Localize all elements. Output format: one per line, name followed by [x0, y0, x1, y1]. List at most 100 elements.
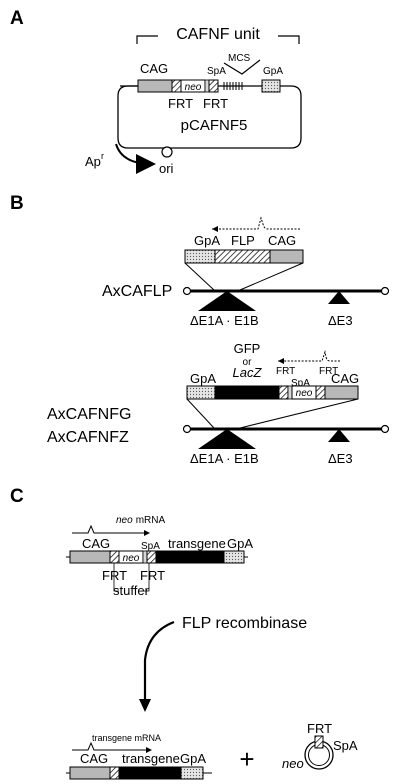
e3-deletion-triangle-2	[328, 429, 350, 442]
nf-insert-line-right	[239, 398, 359, 429]
panel-b: B GpA FLP CAG AxCAFLP ΔE1A · E1B ΔE3 GFP…	[10, 193, 390, 466]
mcs-sites	[223, 82, 243, 90]
c-spa-label: SpA	[141, 541, 160, 552]
ori-circle	[161, 146, 173, 158]
transgene-mrna-label: transgene mRNA	[92, 733, 161, 743]
nf-neo-label: neo	[296, 388, 313, 399]
nf-cag-label: CAG	[331, 371, 359, 386]
nf-cag-box	[324, 385, 359, 400]
plasmid-name: pCAFNF5	[181, 117, 248, 134]
mrna-word: mRNA	[136, 515, 166, 526]
axcaflp-name: AxCAFLP	[102, 283, 172, 300]
c-transgene-box	[155, 550, 225, 564]
nf-frt-label-1: FRT	[276, 366, 295, 377]
plus-sign: +	[239, 744, 254, 774]
ampr-arrow	[115, 143, 156, 174]
c-gpa-label: GpA	[227, 536, 253, 551]
e1-deletion-triangle	[198, 291, 256, 311]
c-cag-label: CAG	[82, 536, 110, 551]
recombinase-label: FLP recombinase	[182, 615, 307, 632]
c-spa-box	[142, 550, 148, 564]
c-cag-box	[69, 550, 111, 564]
neo-word: neo	[116, 515, 133, 526]
c-frt-box-left	[109, 550, 120, 564]
nf-insert-line-left	[186, 398, 215, 429]
c2-transgene-box	[118, 766, 182, 780]
flp-gpa-box	[184, 249, 216, 264]
e3-deletion-triangle	[328, 291, 350, 304]
flp-cag-box	[269, 249, 304, 264]
circle-frt-label: FRT	[307, 721, 332, 736]
frt-box-right	[208, 79, 219, 93]
arrow-icon	[144, 530, 150, 536]
arrow-icon	[212, 226, 218, 232]
c-frt-label-right: FRT	[140, 568, 165, 583]
c-neo-label: neo	[123, 553, 140, 564]
nf-spa-box	[287, 385, 293, 400]
nf-frt-box-1	[278, 385, 289, 400]
frt-label-right: FRT	[203, 96, 228, 111]
e3-label: ΔE3	[328, 313, 353, 328]
ampr-sup: r	[101, 151, 104, 161]
nf-frt-box-2	[315, 385, 326, 400]
c2-transgene-label: transgene	[122, 751, 180, 766]
c-frt-box-right	[146, 550, 157, 564]
neo-label: neo	[185, 82, 202, 93]
nf-gpa-box	[186, 385, 216, 400]
tg-mrna-line	[72, 741, 146, 751]
c-gpa-box	[223, 550, 245, 564]
flp-gpa-label: GpA	[194, 233, 220, 248]
stuffer-label: stuffer	[113, 583, 150, 598]
nf-gpa-label: GpA	[190, 371, 216, 386]
frt-box-left	[171, 79, 182, 93]
circle-spa-label: SpA	[333, 738, 358, 753]
nf-transcript-line	[278, 350, 340, 362]
lacz-label: LacZ	[233, 365, 263, 380]
spa-label: SpA	[207, 66, 226, 77]
spa-box	[204, 79, 210, 93]
c2-gpa-label: GpA	[180, 751, 206, 766]
cag-box	[137, 79, 173, 93]
gfp-label: GFP	[234, 341, 261, 356]
gpa-label: GpA	[263, 66, 283, 77]
c2-gpa-box	[180, 766, 204, 780]
e1-label-2: ΔE1A · E1B	[190, 451, 259, 466]
plasmid-ring	[117, 85, 302, 149]
nf-reporter-box	[214, 385, 280, 400]
e3-label-2: ΔE3	[328, 451, 353, 466]
neo-mrna-line	[72, 524, 144, 534]
c-frt-label-left: FRT	[102, 568, 127, 583]
unit-label-bg	[158, 27, 278, 41]
ori-label: ori	[159, 161, 174, 176]
cag-label: CAG	[140, 61, 168, 76]
panel-a: A CAFNF unit MCS CAG SpA GpA neo FRT FRT	[10, 8, 302, 176]
flp-flp-label: FLP	[231, 233, 255, 248]
c2-frt-box	[109, 766, 120, 780]
mcs-label: MCS	[228, 53, 251, 64]
mcs-pointer	[223, 59, 261, 75]
c2-cag-label: CAG	[80, 751, 108, 766]
flp-coding-box	[214, 249, 271, 264]
arrow-icon	[278, 358, 284, 364]
flp-insert-line-right	[239, 262, 304, 291]
panel-a-label: A	[10, 8, 24, 29]
e1-label: ΔE1A · E1B	[190, 313, 259, 328]
c2-cag-box	[69, 766, 111, 780]
axcafnfz-name: AxCAFNFZ	[47, 429, 129, 446]
nf-frt-label-2: FRT	[319, 366, 338, 377]
axcafnfg-name: AxCAFNFG	[47, 406, 131, 423]
arrow-icon	[146, 747, 152, 753]
c-transgene-label: transgene	[168, 536, 226, 551]
frt-label-left: FRT	[168, 96, 193, 111]
gpa-box	[261, 79, 281, 93]
stuffer-bracket	[113, 563, 150, 592]
recombination-arrow	[143, 620, 175, 702]
unit-label: CAFNF unit	[176, 26, 260, 43]
flp-transcript-line	[212, 216, 300, 230]
nf-spa-label: SpA	[291, 378, 310, 389]
arrow-icon	[139, 699, 151, 712]
flp-cag-label: CAG	[268, 233, 296, 248]
